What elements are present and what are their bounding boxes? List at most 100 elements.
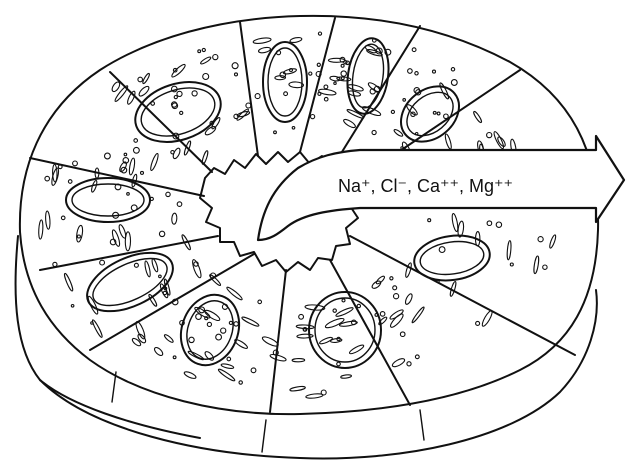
organelle-dot	[318, 92, 321, 95]
organelle-dot	[538, 237, 543, 242]
organelle-dot	[428, 219, 431, 222]
organelle-dot	[235, 73, 238, 76]
organelle-dot	[131, 205, 137, 211]
organelle-dot	[415, 355, 419, 359]
organelle-dot	[487, 221, 492, 226]
organelle-dot	[258, 300, 262, 304]
nucleus	[263, 42, 307, 122]
organelle-dot	[403, 99, 406, 102]
organelle-dot	[61, 216, 65, 220]
organelle-rod	[234, 338, 249, 350]
organelle-dot	[239, 381, 242, 384]
organelle-rod	[149, 153, 159, 171]
organelle-dot	[246, 103, 251, 108]
organelle-rod	[131, 337, 142, 347]
organelle-dot	[100, 260, 105, 265]
organelle-dot	[299, 314, 304, 319]
organelle-rod	[163, 334, 174, 344]
organelle-dot	[324, 85, 328, 89]
organelle-dot	[53, 262, 57, 266]
organelle-dot	[134, 139, 138, 143]
organelle-rod	[170, 63, 186, 79]
organelle-dot	[375, 314, 378, 317]
organelle-dot	[213, 55, 218, 60]
cell-wall	[40, 236, 218, 270]
organelle-dot	[439, 247, 445, 253]
organelle-rod	[349, 344, 365, 356]
organelle-dot	[543, 265, 547, 269]
organelle-rod	[341, 374, 352, 378]
organelle-dot	[394, 294, 399, 299]
organelle-rod	[153, 346, 164, 357]
organelle-dot	[357, 304, 360, 307]
organelle-dot	[433, 70, 436, 73]
organelle-dot	[390, 277, 393, 280]
organelle-rod	[439, 82, 450, 99]
organelle-dot	[321, 390, 326, 395]
organelle-dot	[173, 356, 176, 359]
nucleus	[411, 231, 492, 285]
organelle-rod	[237, 110, 250, 117]
organelle-dot	[198, 50, 201, 53]
organelle-rod	[204, 125, 217, 136]
organelle-dot	[311, 115, 315, 119]
organelle-dot	[415, 72, 418, 75]
organelle-rod	[217, 368, 235, 382]
organelle-dot	[290, 69, 293, 72]
organelle-rod	[481, 310, 494, 328]
organelle-dot	[138, 77, 143, 82]
base-crack-2	[262, 420, 266, 452]
organelle-dot	[309, 72, 312, 75]
organelle-dot	[227, 357, 231, 361]
nucleus	[390, 75, 470, 153]
organelle-dot	[159, 275, 162, 278]
organelle-dot	[192, 91, 197, 96]
organelle-rod	[306, 393, 324, 399]
organelle-dot	[124, 153, 127, 156]
cell-wall	[330, 260, 410, 405]
organelle-dot	[342, 299, 345, 302]
organelle-rod	[507, 240, 512, 259]
organelle-dot	[510, 263, 513, 266]
organelle-dot	[408, 69, 413, 74]
organelle-rod	[533, 256, 540, 274]
organelle-rod	[201, 150, 209, 165]
organelle-dot	[318, 32, 321, 35]
organelle-rod	[125, 232, 130, 251]
organelle-rod	[183, 370, 196, 379]
organelle-rod	[319, 336, 333, 345]
organelle-dot	[487, 133, 492, 138]
organelle-rod	[292, 358, 305, 361]
organelle-dot	[372, 130, 376, 134]
organelle-dot	[174, 96, 177, 99]
organelle-dot	[180, 111, 183, 114]
organelle-rod	[38, 220, 43, 239]
organelle-rod	[335, 306, 354, 317]
nucleus-inner	[179, 294, 241, 365]
organelle-rod	[473, 111, 483, 124]
organelle-rod	[128, 158, 135, 176]
nucleus-inner	[399, 83, 462, 144]
organelle-dot	[284, 92, 288, 96]
organelle-dot	[234, 322, 238, 326]
organelle-dot	[317, 63, 320, 66]
organelle-dot	[203, 74, 209, 80]
organelle-rod	[76, 225, 84, 242]
organelle-dot	[189, 337, 194, 342]
organelle-dot	[134, 147, 140, 153]
organelle-dot	[292, 127, 295, 130]
cell-wall	[350, 236, 575, 355]
organelle-dot	[216, 334, 222, 340]
nucleus-inner	[72, 184, 144, 216]
organelle-rod	[405, 103, 418, 116]
organelle-dot	[333, 309, 336, 312]
organelle-dot	[177, 91, 182, 96]
organelle-dot	[437, 280, 439, 282]
organelle-dot	[68, 180, 72, 184]
organelle-dot	[341, 64, 344, 67]
organelle-rod	[221, 363, 234, 369]
organelle-dot	[437, 112, 440, 115]
organelle-dot	[73, 161, 78, 166]
ions-label: Na⁺, Cl⁻, Ca⁺⁺, Mg⁺⁺	[338, 176, 513, 196]
